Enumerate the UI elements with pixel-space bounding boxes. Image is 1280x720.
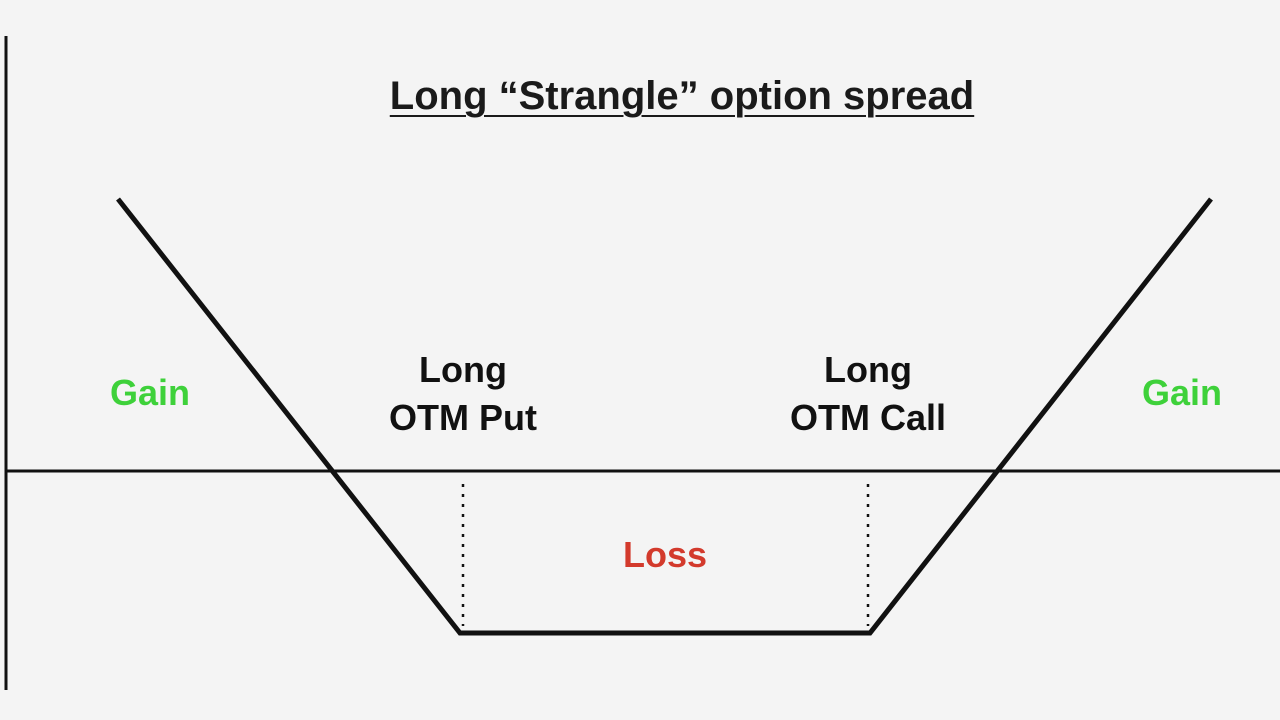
diagram-title: Long “Strangle” option spread [389, 74, 975, 118]
long-put-line1: Long [419, 349, 507, 390]
payoff-curve [116, 197, 1213, 636]
long-put-line2: OTM Put [389, 397, 537, 438]
long-call-label: Long OTM Call [758, 346, 978, 442]
long-call-line2: OTM Call [789, 397, 946, 438]
loss-label: Loss [622, 534, 708, 575]
long-call-line1: Long [824, 349, 912, 390]
gain-label-left: Gain [109, 372, 190, 413]
gain-label-right: Gain [1141, 372, 1222, 413]
long-put-label: Long OTM Put [363, 346, 563, 442]
